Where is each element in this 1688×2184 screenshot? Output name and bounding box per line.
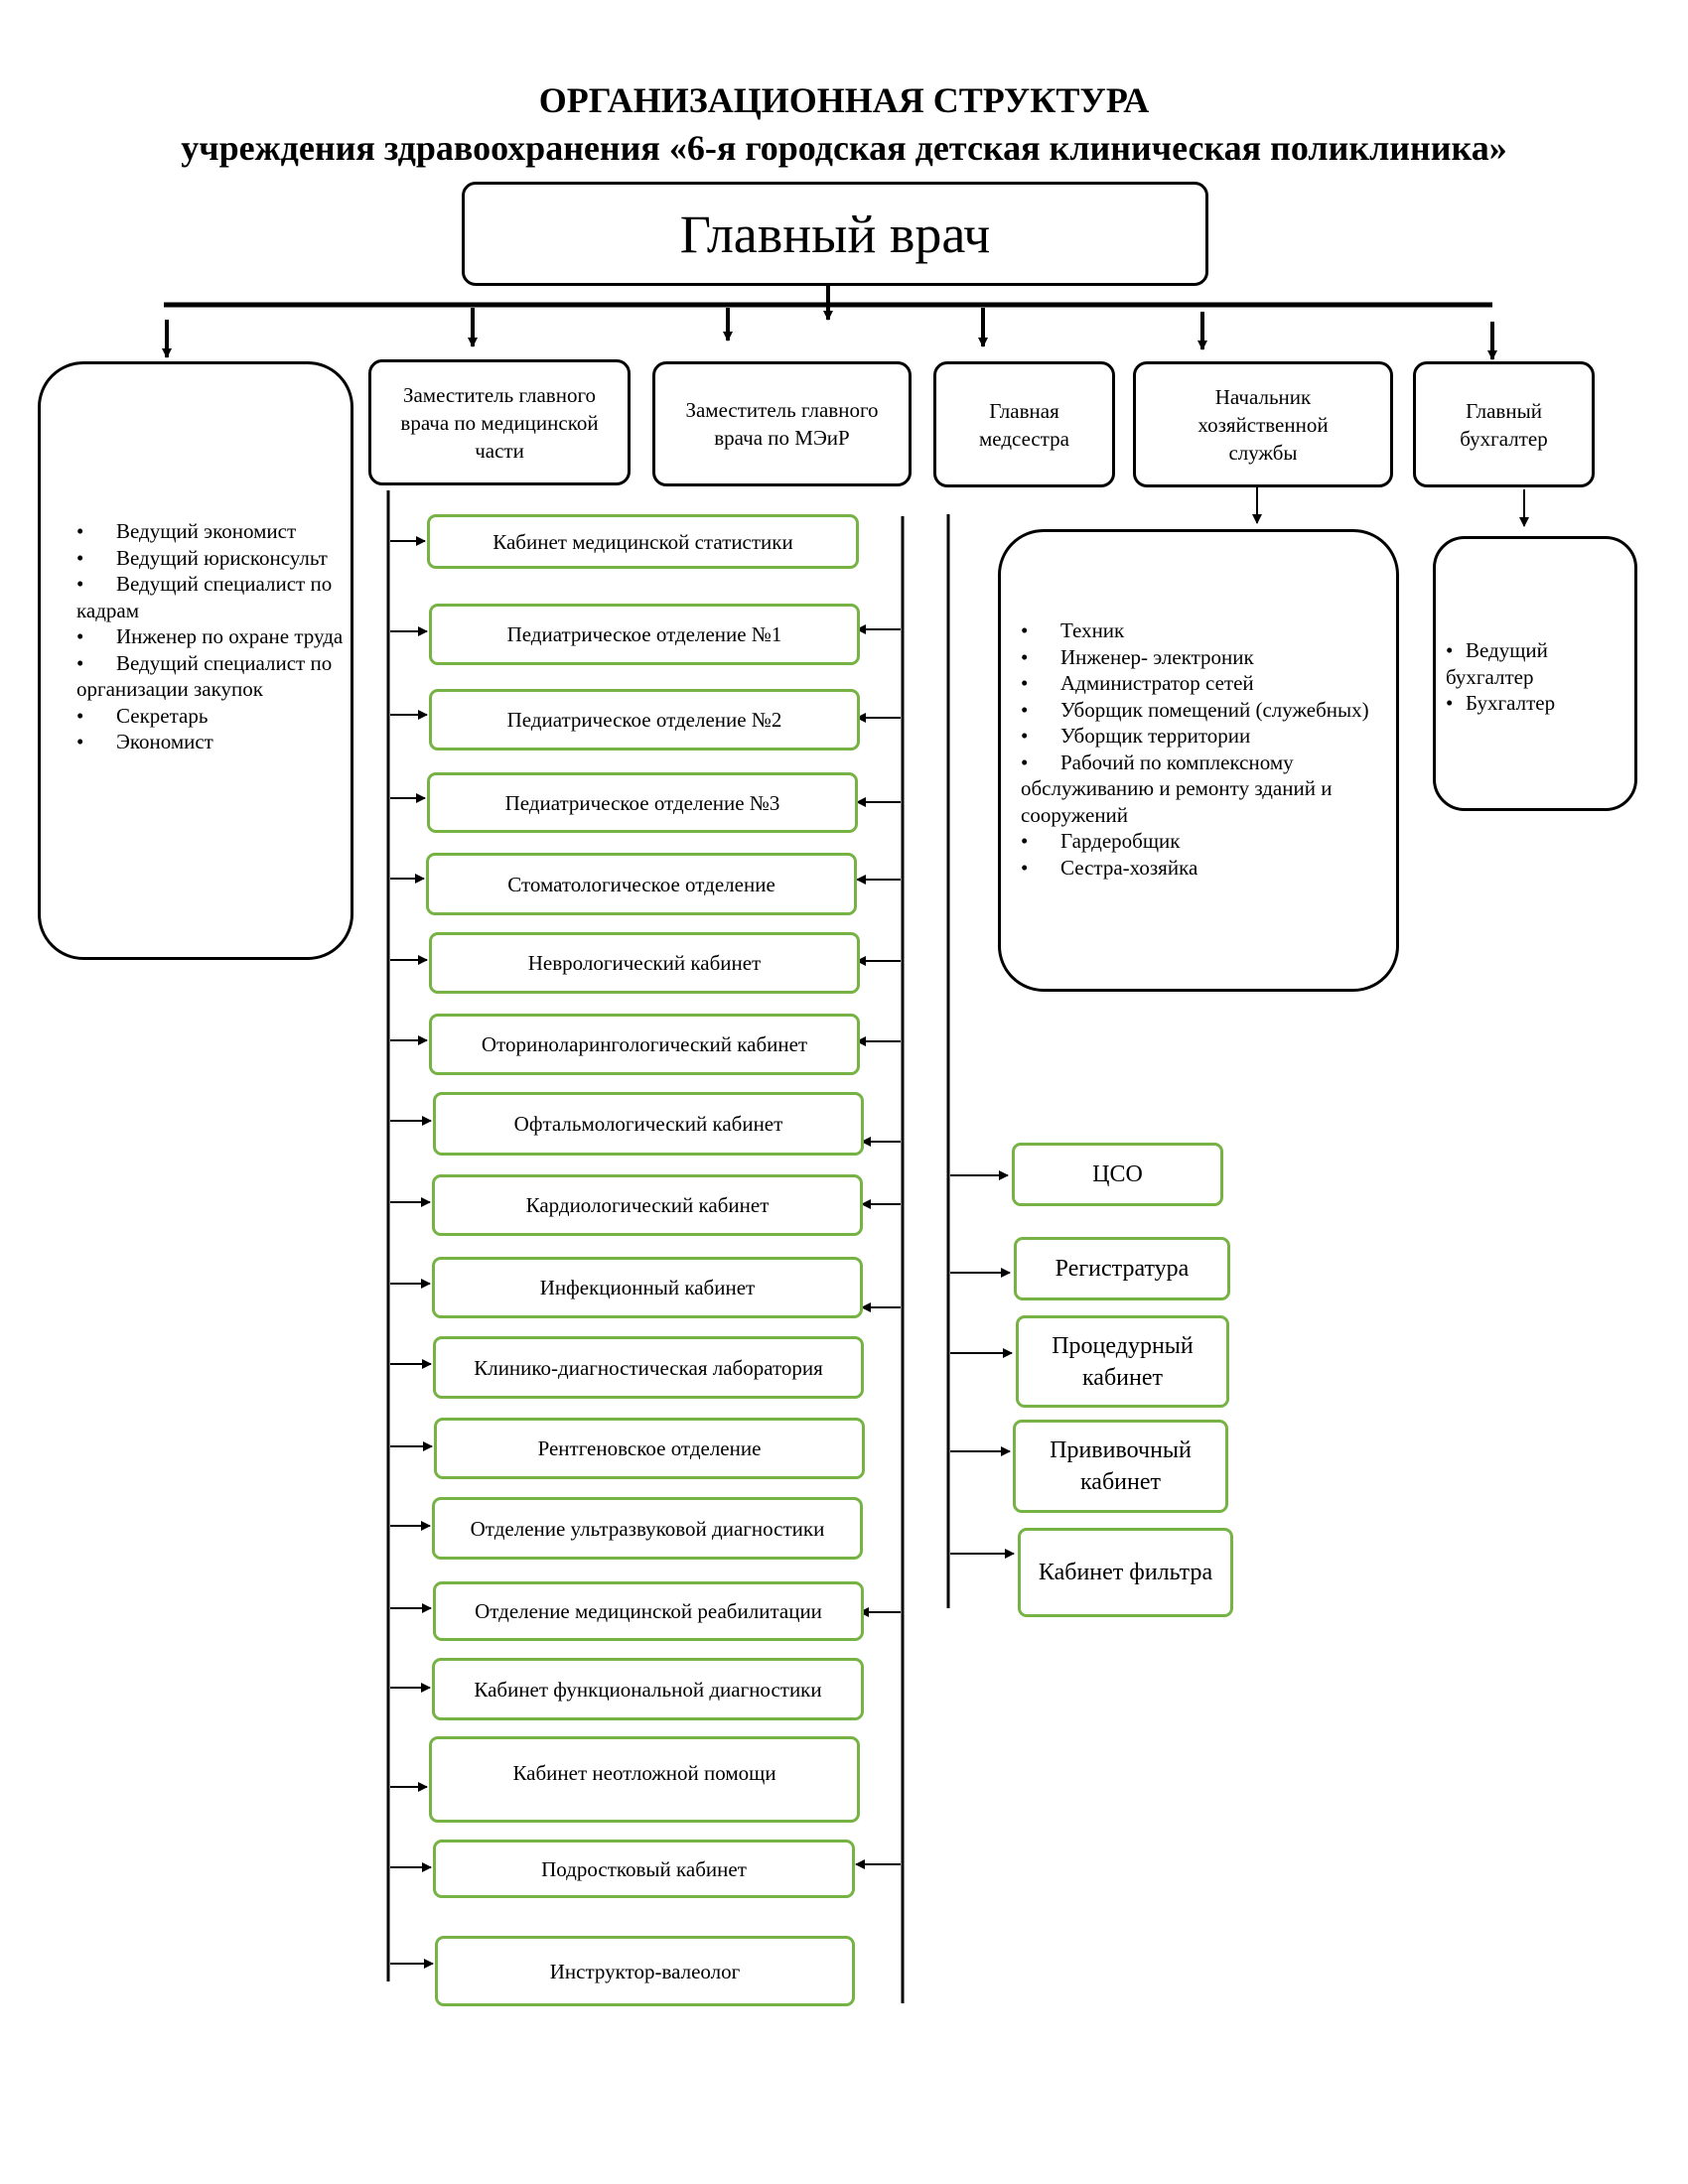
department-box: Кардиологический кабинет — [432, 1174, 863, 1236]
department-box: Инфекционный кабинет — [432, 1257, 863, 1318]
department-box: Педиатрическое отделение №1 — [429, 604, 860, 665]
page-title: ОРГАНИЗАЦИОННАЯ СТРУКТУРА — [538, 80, 1150, 120]
nursing-unit-box: Регистратура — [1014, 1237, 1230, 1300]
department-box: Клинико-диагностическая лаборатория — [433, 1336, 864, 1399]
nursing-unit-box: Процедурный кабинет — [1016, 1315, 1229, 1408]
list-item: Ведущий бухгалтер — [1446, 637, 1624, 690]
department-box: Офтальмологический кабинет — [433, 1092, 864, 1156]
list-item: Ведущий специалист по кадрам — [76, 571, 345, 623]
list-item: Бухгалтер — [1446, 690, 1624, 717]
staff-box: Ведущий экономист Ведущий юрисконсульт В… — [38, 361, 353, 960]
list-item: Уборщик территории — [1021, 723, 1378, 750]
list-item: Уборщик помещений (служебных) — [1021, 697, 1378, 724]
household-staff-box: Техник Инженер- электроник Администратор… — [998, 529, 1399, 992]
list-item: Администратор сетей — [1021, 670, 1378, 697]
nursing-unit-box: ЦСО — [1012, 1143, 1223, 1206]
list-item: Ведущий юрисконсульт — [76, 545, 345, 572]
department-box: Кабинет неотложной помощи — [429, 1736, 860, 1823]
list-item: Инженер- электроник — [1021, 644, 1378, 671]
deputy-meir-box: Заместитель главного врача по МЭиР — [652, 361, 912, 486]
department-box: Отделение медицинской реабилитации — [433, 1581, 864, 1641]
department-box: Инструктор-валеолог — [435, 1936, 855, 2006]
list-item: Сестра-хозяйка — [1021, 855, 1378, 882]
chief-doctor-box: Главный врач — [462, 182, 1208, 286]
deputy-medical-box: Заместитель главного врача по медицинско… — [368, 359, 631, 485]
list-item: Ведущий экономист — [76, 518, 345, 545]
department-box: Кабинет медицинской статистики — [427, 514, 859, 569]
household-list: Техник Инженер- электроник Администратор… — [1021, 617, 1378, 881]
department-box: Отделение ультразвуковой диагностики — [432, 1497, 863, 1560]
list-item: Рабочий по комплексному обслуживанию и р… — [1021, 750, 1378, 829]
department-box: Стоматологическое отделение — [426, 853, 857, 915]
list-item: Гардеробщик — [1021, 828, 1378, 855]
list-item: Техник — [1021, 617, 1378, 644]
list-item: Инженер по охране труда — [76, 623, 345, 650]
list-item: Экономист — [76, 729, 345, 755]
department-box: Подростковый кабинет — [433, 1840, 855, 1898]
nursing-unit-box: Кабинет фильтра — [1018, 1528, 1233, 1617]
department-box: Кабинет функциональной диагностики — [432, 1658, 864, 1720]
accounting-staff-box: Ведущий бухгалтер Бухгалтер — [1433, 536, 1637, 811]
page-subtitle: учреждения здравоохранения «6-я городска… — [181, 128, 1507, 168]
nursing-unit-box: Прививочный кабинет — [1013, 1420, 1228, 1513]
department-box: Неврологический кабинет — [429, 932, 860, 994]
head-nurse-box: Главная медсестра — [933, 361, 1115, 487]
list-item: Секретарь — [76, 703, 345, 730]
chief-accountant-box: Главный бухгалтер — [1413, 361, 1595, 487]
household-head-box: Начальник хозяйственной службы — [1133, 361, 1393, 487]
department-box: Оториноларингологический кабинет — [429, 1014, 860, 1075]
staff-list: Ведущий экономист Ведущий юрисконсульт В… — [76, 518, 345, 755]
list-item: Ведущий специалист по организации закупо… — [76, 650, 345, 703]
department-box: Педиатрическое отделение №3 — [427, 772, 858, 833]
accountant-list: Ведущий бухгалтер Бухгалтер — [1446, 637, 1624, 717]
department-box: Рентгеновское отделение — [434, 1418, 865, 1479]
department-box: Педиатрическое отделение №2 — [429, 689, 860, 751]
